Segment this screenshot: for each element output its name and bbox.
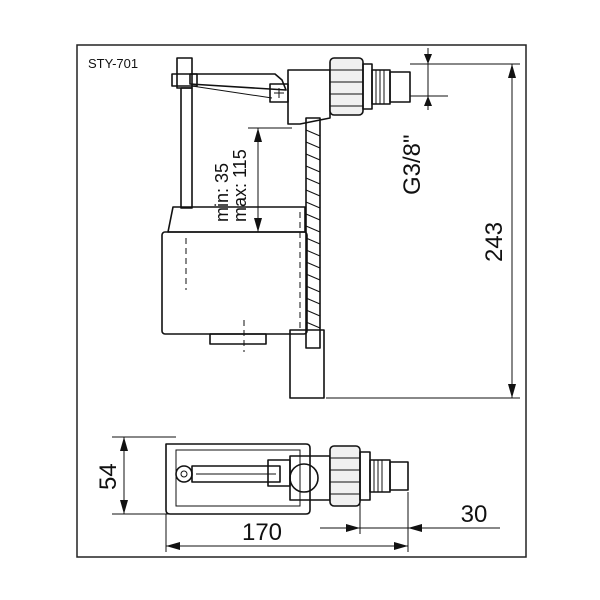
plan-stub — [369, 459, 391, 493]
height-label: 243 — [481, 222, 508, 262]
plan-stub-threads — [373, 460, 383, 492]
plan-float-inner — [175, 449, 301, 507]
length-label: 170 — [242, 519, 282, 546]
plan-view — [165, 443, 409, 515]
inlet-tip — [389, 71, 411, 103]
plan-valve-circle — [289, 463, 319, 493]
float-body — [161, 231, 308, 335]
width-label: 54 — [95, 463, 122, 490]
plan-washer — [359, 451, 371, 501]
height-dimension — [326, 63, 520, 399]
rod-clip — [171, 73, 198, 87]
lever-arm — [189, 73, 287, 91]
rod-cap — [176, 57, 193, 89]
thread-dimension — [410, 48, 448, 110]
adjust-max-label: max: 115 — [230, 149, 250, 222]
float-rod — [180, 87, 193, 209]
lever-linkage — [191, 85, 273, 99]
model-code-label: STY-701 — [88, 56, 138, 71]
valve-nut-ribs — [330, 69, 363, 107]
width-dimension — [112, 436, 176, 515]
plan-rod-inner — [180, 470, 188, 478]
float-bottom-tab — [209, 333, 267, 345]
stub-length-label: 30 — [461, 501, 488, 528]
adjust-dimension — [248, 127, 292, 233]
plan-rod-circle — [175, 465, 193, 483]
intake-pipe — [289, 329, 325, 399]
stub-threads — [375, 70, 385, 104]
plan-nut-ribs — [330, 457, 360, 495]
valve-body — [287, 69, 331, 125]
drawing-frame — [76, 44, 527, 558]
threaded-stub — [371, 69, 391, 105]
adjust-min-label: min: 35 — [212, 163, 232, 222]
pivot-mark — [274, 88, 284, 98]
plan-float-outer — [165, 443, 311, 515]
side-view — [161, 57, 411, 399]
thread-label: G3/8" — [399, 134, 426, 195]
plan-valve-nut — [329, 445, 361, 507]
plan-lever — [191, 465, 281, 483]
shaft-thread — [305, 129, 321, 329]
length-dimension — [165, 492, 409, 552]
valve-washer — [362, 63, 373, 110]
plan-inlet-tip — [389, 461, 409, 491]
stub-dimension — [320, 500, 500, 534]
